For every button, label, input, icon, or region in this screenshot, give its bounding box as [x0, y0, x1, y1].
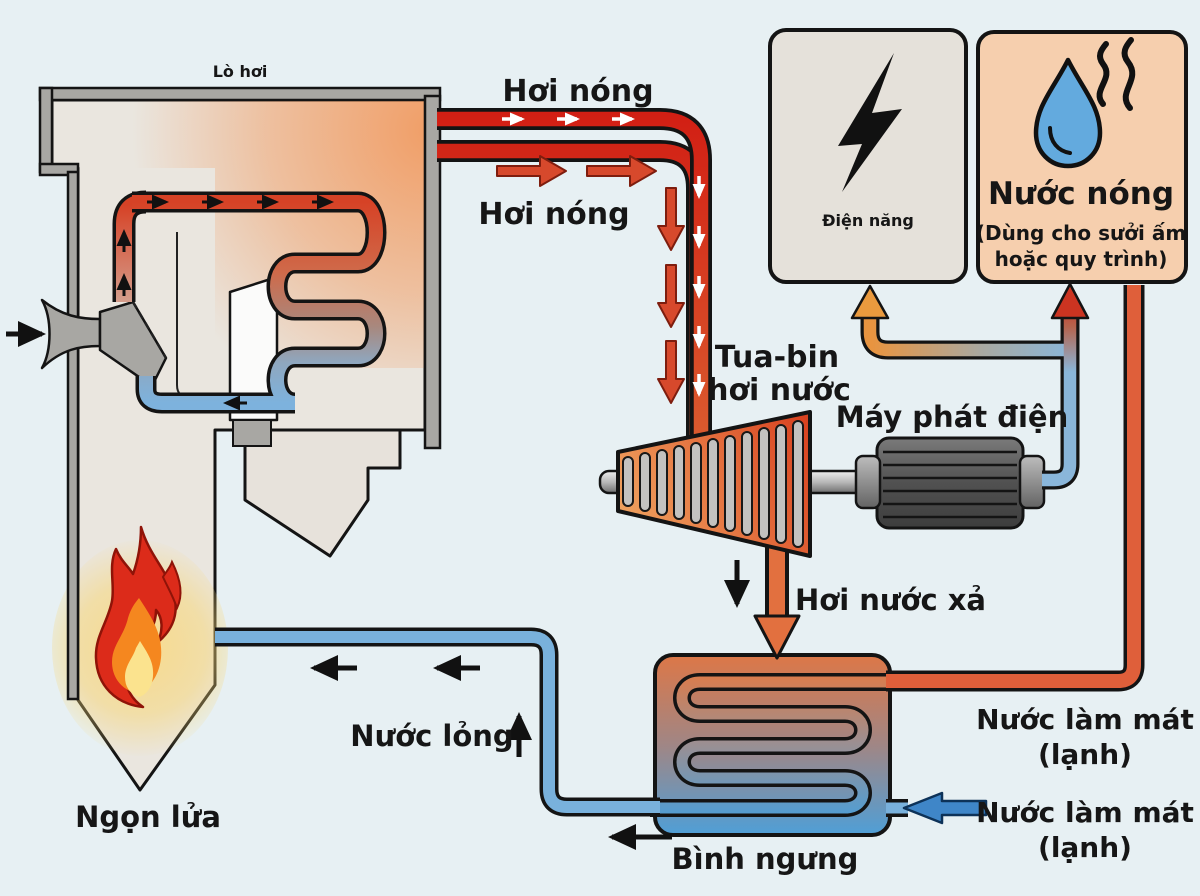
electricity-arrowhead	[850, 284, 890, 320]
label-generator: Máy phát điện	[836, 400, 1068, 434]
generator-ribs	[883, 450, 1017, 519]
label-cooling-upper-1: Nước làm mát	[976, 703, 1194, 736]
burner	[6, 298, 168, 388]
turbine-group	[598, 410, 884, 618]
wire-to-hot-water	[1042, 316, 1077, 487]
lightning-bolt-icon	[838, 53, 902, 192]
cooling-inlet-arrow	[902, 791, 988, 825]
turbine-blades	[622, 420, 804, 548]
label-hot-steam-mid: Hơi nóng	[478, 197, 629, 232]
labels: Lò hơi Hơi nóng Hơi nóng Điện năng Nước …	[75, 62, 1194, 876]
boiler-hopper	[243, 428, 402, 558]
exhaust-arrowhead	[753, 614, 801, 660]
hot-water-pipe	[886, 285, 1141, 688]
output-wires	[850, 282, 1090, 490]
steam-red-arrows	[496, 155, 685, 404]
boiler-flow-arrows	[116, 194, 334, 411]
label-electricity: Điện năng	[822, 211, 914, 230]
hot-steam-pipes	[437, 108, 712, 436]
burner-dashed-edge	[131, 301, 168, 359]
label-flame: Ngọn lửa	[75, 800, 221, 834]
condensate-pipe	[215, 631, 660, 813]
condenser-coil	[650, 676, 898, 814]
steam-white-arrows	[502, 112, 706, 397]
wire-to-electricity	[863, 316, 1074, 357]
generator-cap-left	[854, 454, 882, 510]
flow-arrows-black	[310, 560, 750, 850]
boiler-coil	[132, 195, 383, 410]
label-hot-water-title: Nước nóng	[988, 176, 1174, 212]
electricity-box	[768, 28, 968, 284]
label-hot-water-sub2: hoặc quy trình)	[995, 247, 1168, 271]
label-cooling-lower-1: Nước làm mát	[976, 796, 1194, 829]
steam-pipe-upper	[437, 111, 709, 436]
label-liquid-water: Nước lỏng	[350, 719, 513, 753]
label-boiler: Lò hơi	[213, 62, 268, 81]
label-exhaust-steam: Hơi nước xả	[795, 583, 986, 617]
label-cooling-upper-2: (lạnh)	[1038, 738, 1132, 771]
label-cooling-lower-2: (lạnh)	[1038, 831, 1132, 864]
hot-water-arrowhead	[1050, 282, 1090, 320]
label-condenser: Bình ngưng	[672, 842, 859, 876]
label-hot-steam-top: Hơi nóng	[502, 74, 653, 109]
burner-chamber	[98, 300, 168, 388]
boiler-baffle	[228, 275, 279, 422]
burner-trumpet	[40, 298, 102, 370]
hot-water-box	[976, 30, 1188, 284]
condenser-group	[215, 285, 1145, 837]
boiler-walls	[38, 86, 442, 701]
boiler-baffle-stub	[232, 419, 272, 447]
generator-cap-right	[1018, 454, 1046, 510]
label-turbine-2: hơi nước	[707, 373, 851, 408]
label-turbine-1: Tua-bin	[715, 340, 839, 375]
label-hot-water-sub1: (Dùng cho sưởi ấm	[976, 221, 1186, 245]
generator	[854, 436, 1046, 530]
flame-icon	[94, 525, 182, 709]
boiler	[6, 86, 442, 792]
steam-squiggles-icon	[1096, 37, 1136, 111]
water-drop-highlight	[1048, 126, 1072, 155]
